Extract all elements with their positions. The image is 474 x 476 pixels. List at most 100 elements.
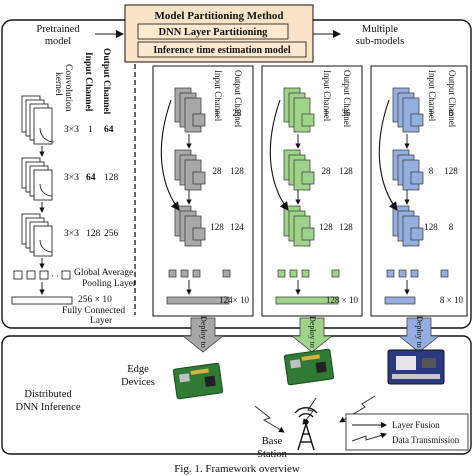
submodel-3-row-1-in: 1 — [429, 108, 434, 118]
submodel-1-header-out: Output Channel — [233, 70, 243, 128]
submodel-1-row-3-out: 124 — [230, 222, 244, 232]
edge-devices-label-2: Devices — [121, 377, 155, 388]
submodel-1-fusion-arrow — [160, 99, 180, 211]
base-station-icon — [294, 407, 318, 451]
left-row-1-out: 64 — [104, 125, 114, 135]
submodel-2-header-out: Output Channel — [342, 70, 352, 128]
submodel-3-header-out: Output Channel — [447, 70, 457, 128]
submodel-1-layer-3 — [174, 205, 206, 247]
left-gap-squares — [13, 270, 71, 280]
left-col-kernel: Convolution — [63, 64, 73, 112]
submodel-2-row-2-out: 128 — [339, 166, 353, 176]
submodel-3-layer-2 — [392, 149, 424, 191]
submodel-3-fc-bar — [384, 296, 416, 305]
submodel-2-row-1-out: 36 — [342, 108, 352, 118]
submodel-2-fc-dims: 128 × 10 — [326, 295, 359, 305]
submodel-2-row-3-out: 128 — [339, 222, 353, 232]
left-col-kernel-2: kernel — [53, 72, 63, 96]
left-gap-label-2: Pooling Layer — [82, 279, 137, 289]
submodel-1-fc-dims: 124× 10 — [219, 295, 249, 305]
submodel-3-row-3-out: 8 — [449, 222, 454, 232]
submodel-3-row-3-in: 128 — [424, 222, 438, 232]
submodel-1-gap-squares — [168, 269, 231, 278]
pretrained-label: Pretrained — [36, 24, 80, 35]
submodel-1-row-2-out: 128 — [230, 166, 244, 176]
left-fc-dims: 256 × 10 — [78, 295, 112, 305]
left-row-1-kernel: 3×3 — [64, 125, 79, 135]
deploy-label-3: Deploy to — [415, 316, 424, 348]
method-item-2: Inference time estimation model — [153, 45, 291, 56]
submodel-3-layer-3 — [392, 205, 424, 247]
left-layer-3 — [21, 213, 53, 257]
submodel-1-layer-2 — [174, 149, 206, 191]
submodel-panel-2: Input Channel Output Channel 1 36 28 128 128 12… — [261, 65, 363, 317]
deploy-arrows-group: Deploy to Deploy to Deploy to — [182, 316, 440, 353]
submodel-1-fc-bar — [166, 296, 230, 305]
submodel-3-header-in: Input Channel — [427, 70, 437, 122]
submodel-1-layer-1 — [174, 87, 206, 133]
multiple-label-2: sub-models — [356, 36, 404, 47]
left-col-in: Input Channel — [83, 52, 93, 112]
distributed-label-2: DNN Inference — [15, 402, 80, 413]
legend-transmission-label: Data Transmission — [392, 435, 460, 445]
submodel-3-row-1-out: 8 — [449, 108, 454, 118]
left-row-2-out: 128 — [104, 173, 119, 183]
left-fc-label-2: Layer — [90, 316, 113, 326]
submodel-2-fusion-arrow — [269, 99, 289, 211]
deploy-arrow-3: Deploy to — [398, 316, 440, 353]
pretrained-label-2: model — [45, 36, 71, 47]
legend-fusion-label: Layer Fusion — [392, 420, 440, 430]
submodel-3-layer-1 — [392, 87, 424, 133]
legend-transmission-arrow — [351, 432, 387, 442]
left-layer-1 — [21, 95, 55, 145]
submodel-3-gap-squares — [386, 269, 449, 278]
left-layer-2 — [21, 157, 53, 201]
deploy-label-2: Deploy to — [308, 316, 317, 348]
figure-caption: Fig. 1. Framework overview — [174, 463, 300, 475]
device-board-1 — [172, 362, 224, 400]
submodel-2-layer-2 — [283, 149, 315, 191]
submodel-3-fusion-arrow — [378, 99, 398, 211]
left-gap-label: Global Average — [74, 268, 133, 278]
legend-box — [345, 413, 469, 451]
deploy-label-1: Deploy to — [199, 316, 208, 348]
left-row-3-out: 256 — [104, 229, 119, 239]
device-board-2 — [283, 348, 335, 386]
submodel-1-row-2-in: 28 — [213, 166, 223, 176]
submodel-3-fc-dims: 8 × 10 — [440, 295, 464, 305]
method-item-1-box — [137, 23, 289, 40]
submodel-1-header-in: Input Channel — [213, 70, 223, 122]
submodel-2-row-1-in: 1 — [324, 108, 329, 118]
submodel-2-row-3-in: 128 — [319, 222, 333, 232]
method-item-2-box — [137, 41, 307, 58]
left-fc-label: Fully Connected — [62, 306, 125, 316]
deploy-arrow-2: Deploy to — [291, 316, 333, 353]
submodel-2-fc-bar — [275, 296, 339, 305]
submodel-1-row-1-out: 28 — [233, 108, 243, 118]
left-fc-bar — [11, 296, 73, 305]
multiple-label: Multiple — [362, 24, 399, 35]
submodel-2-row-2-in: 28 — [322, 166, 332, 176]
submodel-2-gap-squares — [277, 269, 340, 278]
left-row-3-in: 128 — [86, 229, 101, 239]
base-station-label-2: Station — [257, 449, 288, 460]
distributed-label: Distributed — [24, 389, 72, 400]
submodel-2-header-in: Input Channel — [322, 70, 332, 122]
left-gap-dots: · · — [51, 271, 59, 281]
method-title: Model Partitioning Method — [155, 10, 284, 22]
left-layers — [21, 95, 55, 257]
left-row-2-in: 64 — [86, 173, 96, 183]
submodel-2-layer-3 — [283, 205, 315, 247]
deploy-arrow-1: Deploy to — [182, 316, 224, 353]
left-row-2-kernel: 3×3 — [64, 173, 79, 183]
edge-devices-label: Edge — [127, 364, 149, 375]
submodel-1-row-3-in: 128 — [210, 222, 224, 232]
left-col-out: Output Channel — [101, 48, 111, 115]
submodel-1-row-1-in: 1 — [215, 108, 220, 118]
left-row-3-kernel: 3×3 — [64, 229, 79, 239]
submodel-2-layer-1 — [283, 87, 315, 133]
